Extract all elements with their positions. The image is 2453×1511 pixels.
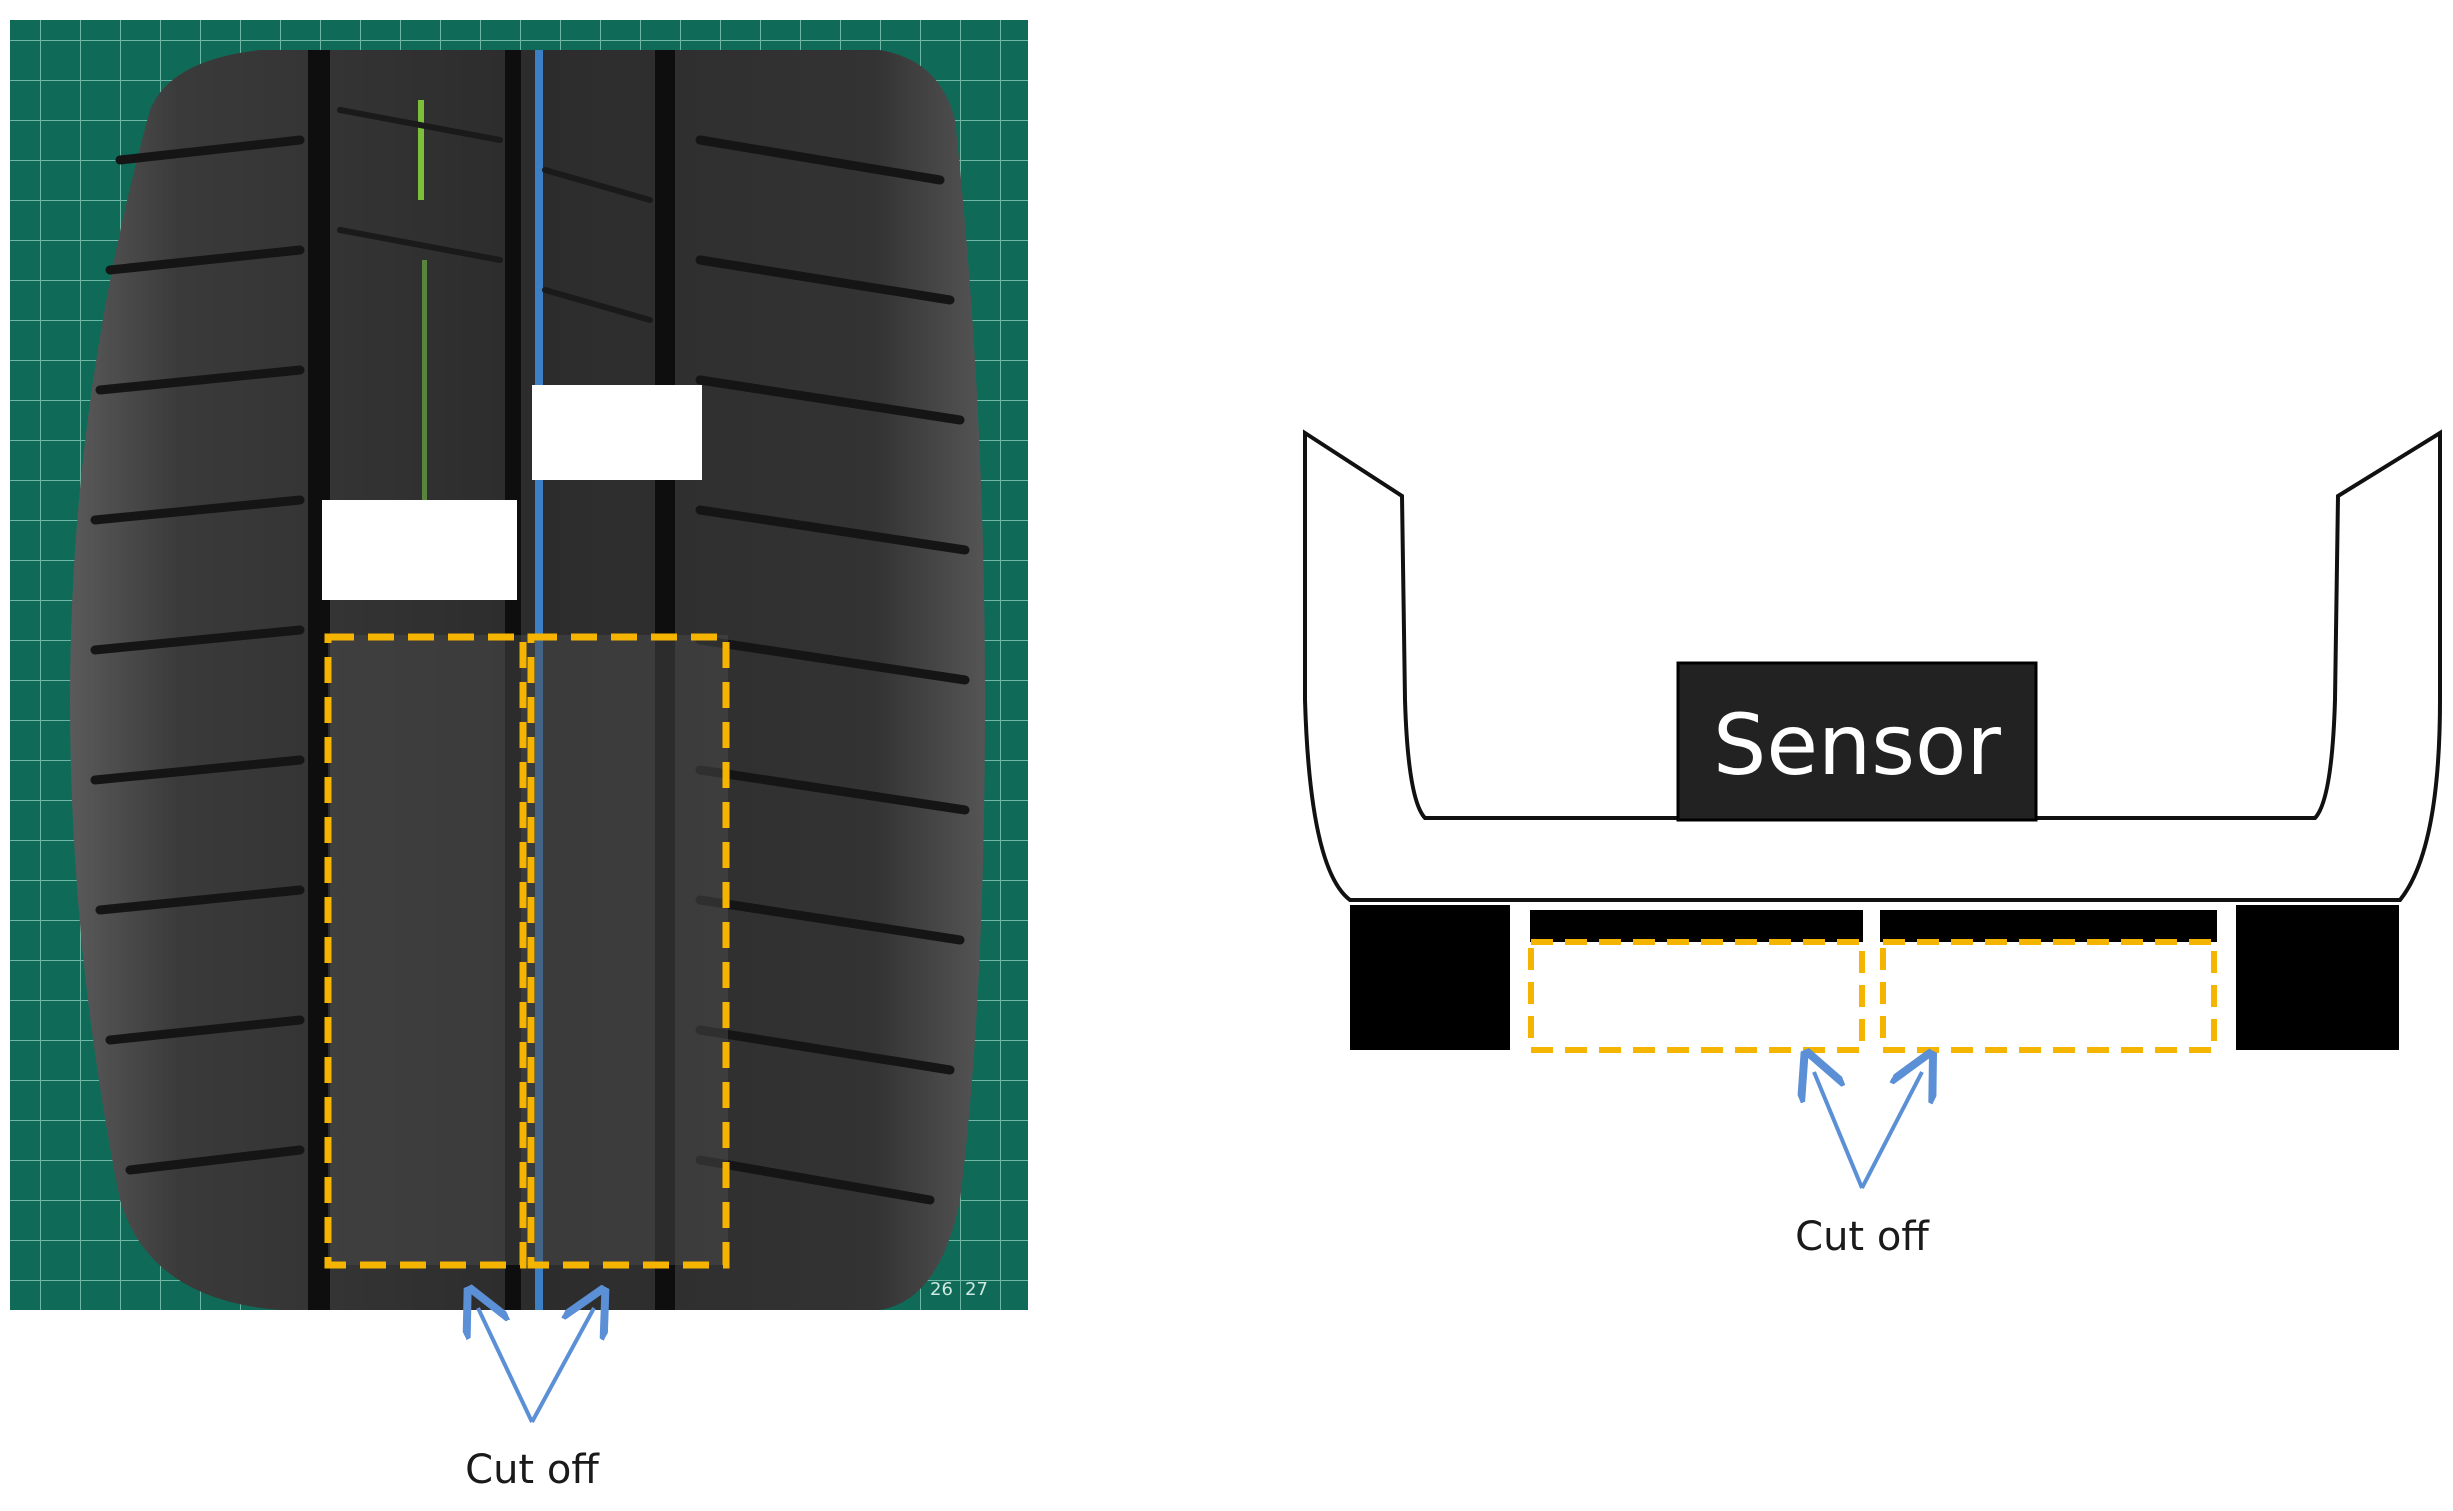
green-marker-line (418, 100, 424, 200)
center-rib-sipes (337, 107, 653, 323)
mat-ruler: 26 27 (930, 1279, 988, 1300)
cut-off-region-left (324, 633, 527, 1269)
schematic-cut-off-regions (1528, 939, 2217, 1053)
tread-strip-right (1880, 910, 2217, 942)
tread-sipes (90, 135, 970, 1205)
tread-blocks (1350, 905, 2399, 1050)
arrow-right-schematic (1860, 1072, 1922, 1189)
sensor-block (1676, 661, 2038, 822)
cut-off-region-schematic-right (1880, 939, 2217, 1053)
photo-cut-off-arrows (478, 1308, 594, 1423)
housing-outline (1303, 429, 2442, 902)
arrow-right (530, 1308, 594, 1423)
tread-block-right (2236, 905, 2399, 1050)
tread-block-left (1350, 905, 1510, 1050)
sensor-housing: Sensor (1303, 429, 2442, 902)
white-tape-upper (532, 385, 702, 480)
svg-text:26: 26 (930, 1279, 953, 1300)
photo-cut-off-label: Cut off (465, 1447, 600, 1493)
cut-off-region-schematic-left (1528, 939, 1865, 1053)
arrow-left-schematic (1814, 1072, 1864, 1189)
arrow-left (478, 1308, 534, 1423)
svg-text:27: 27 (965, 1279, 988, 1300)
cut-off-region-right (527, 633, 730, 1269)
white-tape-lower (322, 500, 517, 600)
schematic-cut-off-arrows (1814, 1072, 1922, 1189)
sensor-label: Sensor (1713, 696, 2001, 794)
tread-strip-left (1530, 910, 1863, 942)
green-marker-line-2 (422, 260, 427, 600)
tire-photo: 26 27 (10, 20, 1028, 1310)
schematic-cut-off-label: Cut off (1795, 1214, 1930, 1260)
